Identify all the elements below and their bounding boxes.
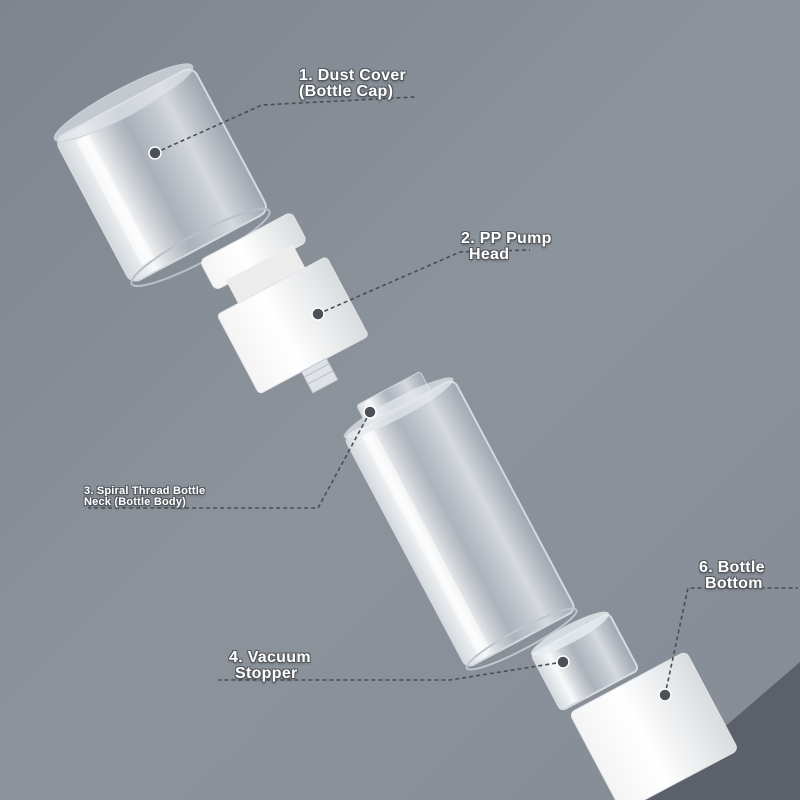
leader-line-pump-head [317,249,531,315]
label-pump-head-line2: Head [469,246,510,263]
bottle-body-part [343,372,578,671]
label-bottle-bottom-line2: Bottom [705,575,763,592]
marker-pump-head [311,307,325,321]
label-bottle-neck-line2: Neck (Bottle Body) [84,496,186,508]
label-vacuum-stopper-line2: Stopper [235,665,298,682]
label-vacuum-stopper-line1: 4. Vacuum [229,649,311,666]
marker-bottle-neck [363,405,377,419]
marker-dust-cover [148,146,162,160]
label-bottle-bottom-line1: 6. Bottle [699,559,765,576]
label-pump-head-line1: 2. PP Pump [461,230,552,247]
label-bottle-neck-line1: 3. Spiral Thread Bottle [84,485,206,497]
dust-cover-part [53,63,271,288]
marker-vacuum-stopper [556,655,570,669]
label-bottle-neck: 3. Spiral Thread Bottle Neck (Bottle Bod… [84,486,205,508]
leader-line-bottle-bottom [664,587,798,696]
leader-line-bottle-neck [88,411,371,509]
vacuum-stopper-part [530,611,639,711]
label-pump-head: 2. PP Pump Head [461,231,552,263]
bottle-bottom-part [570,652,737,800]
leader-line-vacuum-stopper [218,661,564,681]
marker-bottle-bottom [658,688,672,702]
label-vacuum-stopper: 4. Vacuum Stopper [229,650,311,682]
label-bottle-bottom: 6. Bottle Bottom [699,560,765,592]
label-dust-cover-line1: 1. Dust Cover [299,67,407,84]
label-dust-cover: 1. Dust Cover (Bottle Cap) [299,68,406,100]
pump-head-part [201,213,368,394]
label-dust-cover-line2: (Bottle Cap) [299,83,394,100]
leader-line-dust-cover [154,96,416,154]
